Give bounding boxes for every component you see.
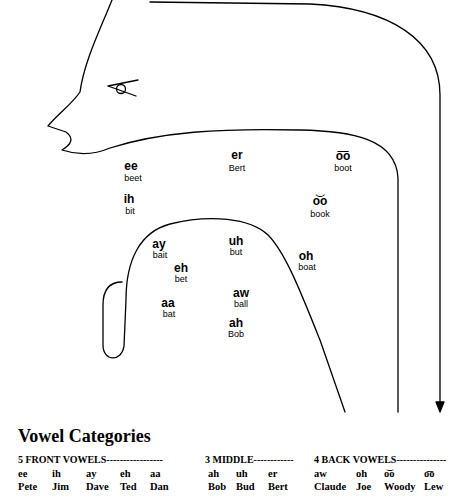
example-word: Bob [228,330,244,339]
vowel-symbol: ih [124,193,135,205]
vowel-symbol: ay [152,238,165,250]
example-word: book [310,210,330,219]
table-vowel: oh [356,469,367,480]
vowel-symbol: ee [124,160,137,172]
category-heading: 3 MIDDLE------------ [205,455,294,465]
table-name: Claude [314,482,346,493]
example-word: bait [153,251,168,260]
table-name: Lew [424,482,443,493]
tongue-and-jaw [103,219,345,412]
example-word: boot [334,164,352,173]
eye-pupil [117,85,126,94]
vowel-symbol: er [231,149,242,161]
table-name: Bob [208,482,226,493]
vowel-symbol: aw [233,287,249,299]
example-word: boat [298,263,316,272]
vowel-symbol: o͝o [313,195,328,207]
category-heading: 5 FRONT VOWELS----------------- [18,455,163,465]
diagram-title: Vowel Categories [18,427,151,445]
vowel-symbol: o͞o [336,150,351,162]
arrow-head [436,402,444,412]
vowel-symbol: uh [229,235,244,247]
table-vowel: ee [18,469,27,480]
category-heading: 4 BACK VOWELS--------------- [314,455,446,465]
head-outline [48,0,398,412]
table-vowel: ih [52,469,61,480]
eye [108,80,138,96]
table-name: Dave [86,482,109,493]
table-vowel: ay [86,469,97,480]
back-of-head [150,2,440,404]
vowel-symbol: eh [174,262,188,274]
example-word: ball [234,300,248,309]
table-name: Woody [384,482,416,493]
table-name: Jim [52,482,69,493]
example-word: bit [125,207,135,216]
table-vowel: aw [314,469,327,480]
table-name: Bert [268,482,288,493]
vowel-symbol: ah [229,317,243,329]
vowel-symbol: oh [299,250,314,262]
table-vowel: aa [150,469,161,480]
table-vowel: uh [236,469,248,480]
table-vowel: o͝o [384,469,395,480]
example-word: bat [163,310,176,319]
table-vowel: o͞o [424,469,435,480]
table-name: Ted [120,482,137,493]
table-name: Joe [356,482,371,493]
table-name: Dan [150,482,169,493]
table-vowel: er [268,469,277,480]
example-word: but [230,248,243,257]
table-vowel: ah [208,469,219,480]
table-name: Pete [18,482,37,493]
example-word: bet [175,275,188,284]
table-vowel: eh [120,469,131,480]
table-name: Bud [236,482,255,493]
vowel-symbol: aa [161,297,174,309]
example-word: beet [124,174,142,183]
example-word: Bert [229,164,246,173]
